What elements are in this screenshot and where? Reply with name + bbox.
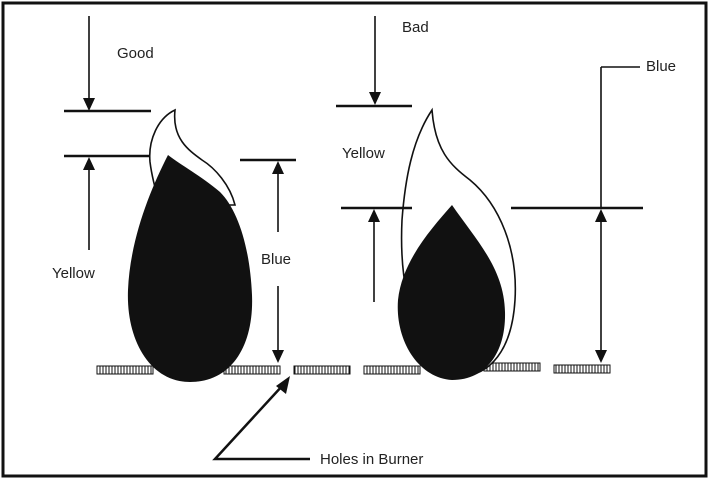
burner-segment <box>363 365 421 375</box>
burner-segment <box>553 364 611 374</box>
blue-left-down-arrow-head <box>272 350 284 363</box>
label-yellow-right: Yellow <box>342 145 385 162</box>
bad-flame <box>397 107 517 380</box>
yellow-right-arrow-head <box>368 209 380 222</box>
holes-arrow-head <box>276 376 290 394</box>
blue-right-up-arrow-head <box>595 209 607 222</box>
label-blue-right: Blue <box>646 58 677 75</box>
good-flame <box>127 108 253 382</box>
bad-arrow-head <box>369 92 381 105</box>
good-annotations <box>64 16 296 363</box>
yellow-left-arrow-head <box>83 157 95 170</box>
label-bad: Bad <box>402 19 429 36</box>
burner-segment <box>223 365 281 375</box>
bad-annotations <box>336 16 643 363</box>
label-yellow-left: Yellow <box>52 265 95 282</box>
burner-segment <box>293 365 351 375</box>
blue-right-down-arrow-head <box>595 350 607 363</box>
holes-pointer <box>212 376 310 461</box>
good-arrow-head <box>83 98 95 111</box>
blue-left-up-arrow-head <box>272 161 284 174</box>
good-flame-inner-blue <box>127 155 253 382</box>
bad-flame-inner-blue <box>397 205 506 380</box>
burner-segment <box>96 365 154 375</box>
label-holes-in-burner: Holes in Burner <box>320 451 424 468</box>
label-blue-left: Blue <box>261 251 292 268</box>
burner-segment <box>483 362 541 372</box>
holes-leader-line <box>212 384 310 461</box>
label-good: Good <box>117 45 154 62</box>
burner-strip <box>96 362 611 375</box>
